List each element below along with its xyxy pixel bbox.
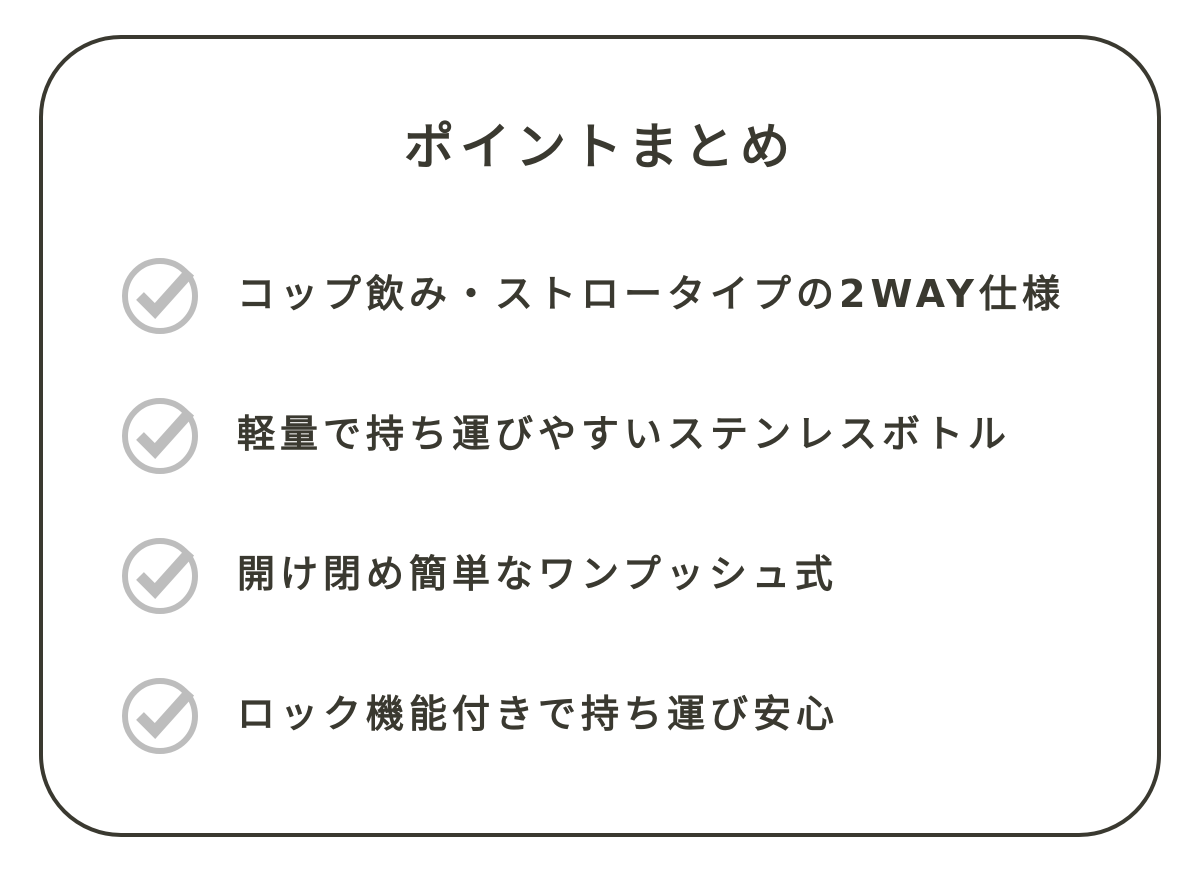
check-circle-icon — [122, 398, 198, 474]
check-circle-icon — [122, 678, 198, 754]
list-item: ロック機能付きで持ち運び安心 — [120, 672, 839, 756]
page-title: ポイントまとめ — [404, 118, 796, 176]
check-circle-icon — [122, 538, 198, 614]
summary-card — [39, 35, 1161, 837]
list-item: 開け閉め簡単なワンプッシュ式 — [120, 532, 838, 616]
list-item-label: 開け閉め簡単なワンプッシュ式 — [237, 552, 838, 596]
list-item-label: コップ飲み・ストロータイプの2WAY仕様 — [237, 272, 1065, 316]
check-circle-icon — [122, 258, 198, 334]
list-item: 軽量で持ち運びやすいステンレスボトル — [120, 392, 1011, 476]
list-item-label: ロック機能付きで持ち運び安心 — [237, 692, 840, 736]
list-item: コップ飲み・ストロータイプの2WAY仕様 — [120, 252, 1065, 336]
list-item-label: 軽量で持ち運びやすいステンレスボトル — [237, 412, 1012, 456]
